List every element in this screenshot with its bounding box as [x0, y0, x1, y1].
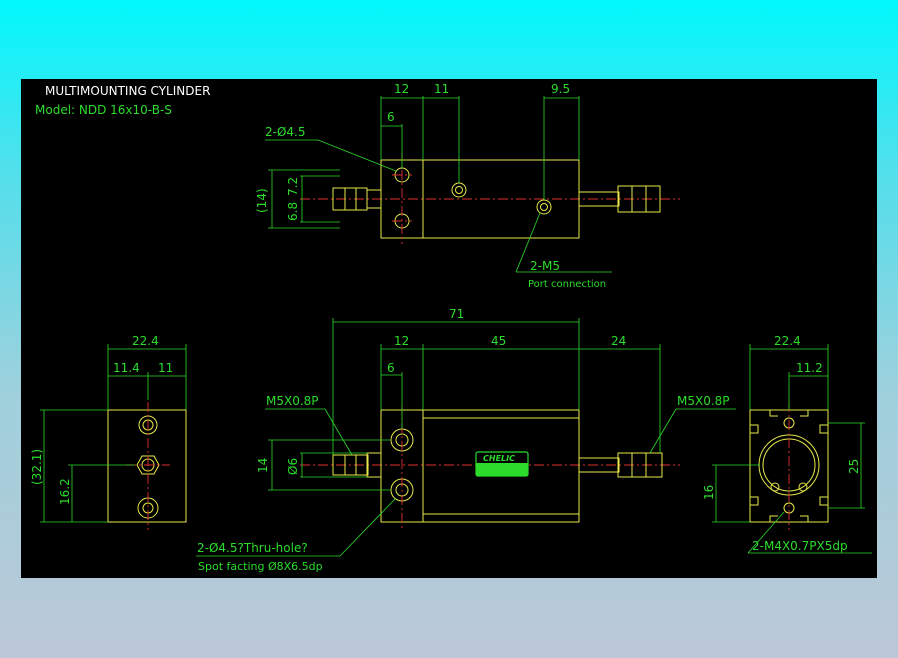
- dim-right-25: 25: [847, 459, 861, 474]
- dim-top-6-8: 6.8: [286, 202, 300, 221]
- drawing-title: MULTIMOUNTING CYLINDER: [45, 84, 210, 98]
- dim-front-45: 45: [491, 334, 506, 348]
- left-side-view: [40, 344, 187, 530]
- right-side-view: [712, 344, 872, 554]
- dim-left-16-2: 16.2: [58, 478, 72, 505]
- dim-front-71: 71: [449, 307, 464, 321]
- dim-front-14: 14: [256, 458, 270, 473]
- dim-top-12: 12: [394, 82, 409, 96]
- dim-front-6: 6: [387, 361, 395, 375]
- dim-front-12: 12: [394, 334, 409, 348]
- top-holes-label: 2-Ø4.5: [265, 125, 306, 139]
- dim-left-32-1: (32.1): [30, 449, 44, 485]
- dim-left-22-4: 22.4: [132, 334, 159, 348]
- spot-facing-label: Spot facting Ø8X6.5dp: [198, 560, 323, 573]
- thread-right-label: M5X0.8P: [677, 394, 730, 408]
- dim-top-9-5: 9.5: [551, 82, 570, 96]
- top-ports-label: 2-M5: [530, 259, 560, 273]
- dim-front-24: 24: [611, 334, 626, 348]
- front-view: [196, 318, 736, 557]
- dim-right-22-4: 22.4: [774, 334, 801, 348]
- dim-front-phi6: Ø6: [286, 458, 300, 475]
- dim-top-14: (14): [255, 188, 269, 213]
- dim-top-6: 6: [387, 110, 395, 124]
- thread-left-label: M5X0.8P: [266, 394, 319, 408]
- dim-top-7-2: 7.2: [286, 177, 300, 196]
- front-holes-label: 2-Ø4.5?Thru-hole?: [197, 541, 308, 555]
- chelic-label-plate: [475, 451, 529, 477]
- port-connection-label: Port connection: [528, 279, 606, 290]
- brand-logo: CHELIC: [483, 454, 515, 463]
- dim-right-11-2: 11.2: [796, 361, 823, 375]
- dim-right-16: 16: [702, 485, 716, 500]
- model-label: Model: NDD 16x10-B-S: [35, 103, 172, 117]
- drawing-sheet: [21, 79, 877, 578]
- dim-left-11: 11: [158, 361, 173, 375]
- dim-top-11: 11: [434, 82, 449, 96]
- top-view: [265, 96, 680, 273]
- dim-left-11-4: 11.4: [113, 361, 140, 375]
- tap-holes-label: 2-M4X0.7PX5dp: [752, 539, 848, 553]
